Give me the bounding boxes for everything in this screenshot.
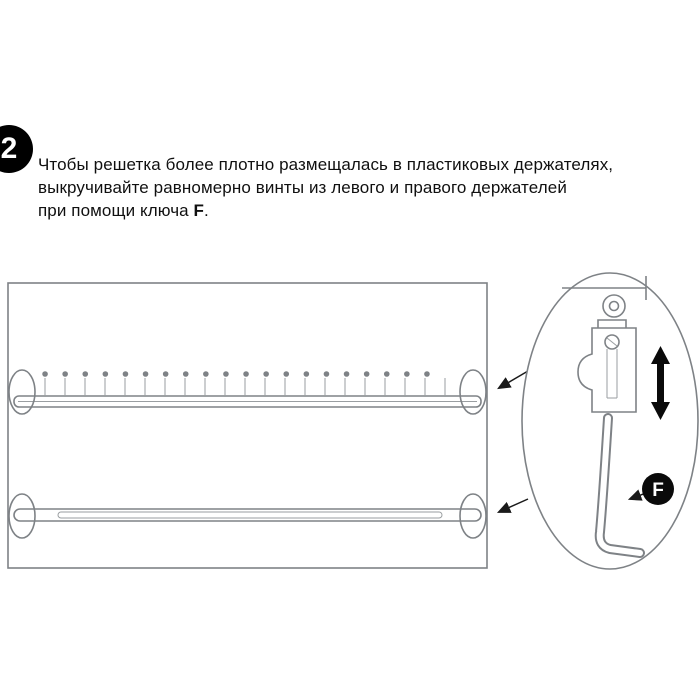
upper-rail-tube <box>13 395 482 408</box>
step-number-badge: 2 <box>0 125 33 173</box>
step-number: 2 <box>0 132 18 165</box>
cam-hole-center <box>608 300 620 312</box>
upper-rail-holder-right <box>459 369 487 415</box>
screw-shaft <box>606 349 618 399</box>
instruction-line-3-suffix: . <box>204 201 209 220</box>
lower-rail-inner-bar <box>57 511 443 519</box>
key-name-bold: F <box>193 201 205 220</box>
screw-slot <box>606 337 618 347</box>
upper-rail-holder-left <box>8 369 36 415</box>
lower-rail-holder-right <box>459 493 487 539</box>
instruction-text: Чтобы решетка более плотно размещалась в… <box>38 153 663 222</box>
detail-callout: F <box>521 272 699 570</box>
allen-key <box>594 413 645 558</box>
instruction-line-2: выкручивайте равномерно винты из левого … <box>38 178 567 197</box>
lower-rail-holder-left <box>8 493 36 539</box>
pointer-arrow-lower <box>496 498 529 513</box>
instruction-line-3-prefix: при помощи ключа <box>38 201 194 220</box>
instruction-line-3: при помощи ключа F. <box>38 199 663 222</box>
key-badge: F <box>627 473 674 505</box>
holder-body <box>577 327 637 413</box>
key-badge-circle <box>642 473 674 505</box>
up-down-arrow <box>651 346 670 420</box>
upper-rail <box>8 369 487 415</box>
cabinet-panel <box>7 282 488 569</box>
pointer-arrow-upper <box>497 370 529 390</box>
upper-rail-pins <box>44 378 446 397</box>
lower-rail-tube <box>13 508 482 522</box>
screw-head <box>604 334 620 350</box>
holder-top-tab <box>597 319 627 328</box>
key-badge-label: F <box>652 480 664 501</box>
detail-panel-edge <box>562 276 647 318</box>
instruction-line-1: Чтобы решетка более плотно размещалась в… <box>38 155 614 174</box>
detail-holder <box>577 319 637 413</box>
lower-rail <box>8 493 487 539</box>
cam-hole <box>602 294 626 318</box>
